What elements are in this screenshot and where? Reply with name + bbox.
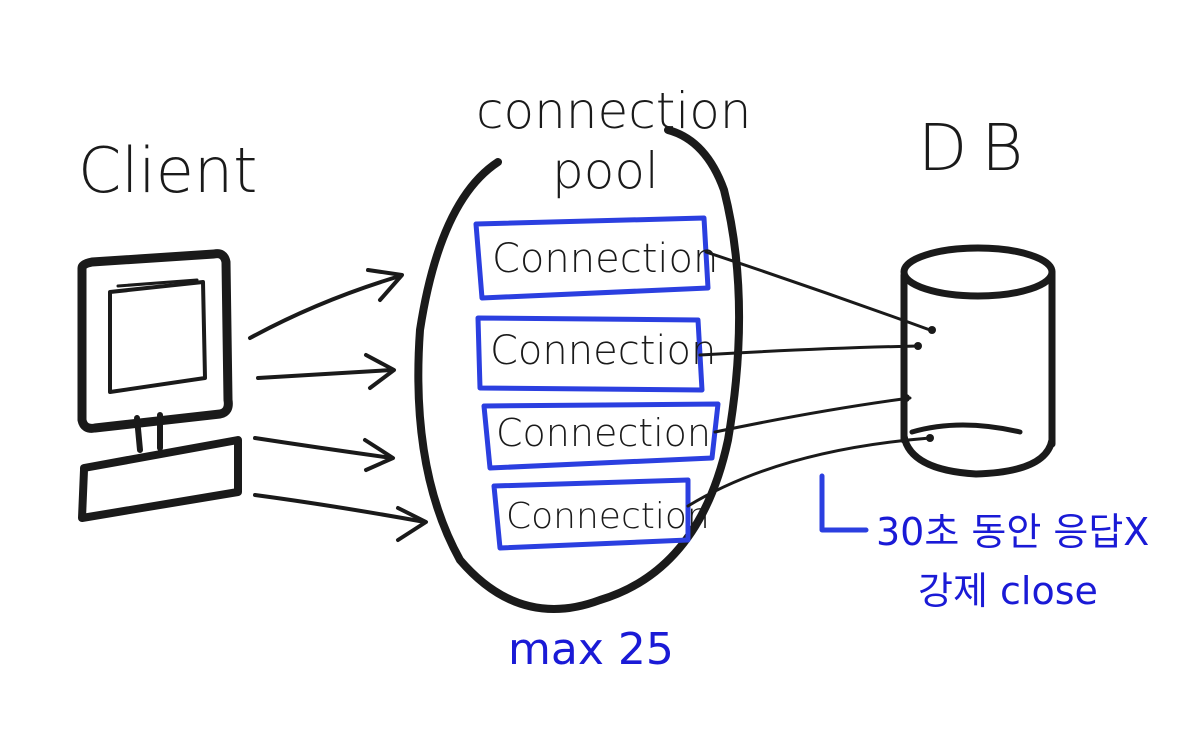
connection-box: Connection [481,401,721,471]
client-title: Client [78,134,258,207]
max-label: max 25 [508,624,674,675]
note-bracket [819,473,869,533]
connection-box: Connection [475,315,716,393]
connection-label: Connection [492,236,718,282]
db-title: DB [918,112,1037,186]
timeout-note-line1: 30초 동안 응답X [876,510,1149,554]
connection-box: Connection [473,215,718,301]
computer-icon [77,249,242,522]
request-arrows [248,268,428,542]
pool-title-line1: connection [476,82,752,140]
connection-label: Connection [506,496,710,537]
pool-boundary [414,126,744,613]
database-icon [900,244,1056,478]
pool-title-line2: pool [552,142,659,200]
connection-label: Connection [496,411,711,455]
connection-box: Connection [491,477,710,551]
timeout-note-line2: 강제 close [918,569,1098,613]
connection-label: Connection [490,328,716,374]
